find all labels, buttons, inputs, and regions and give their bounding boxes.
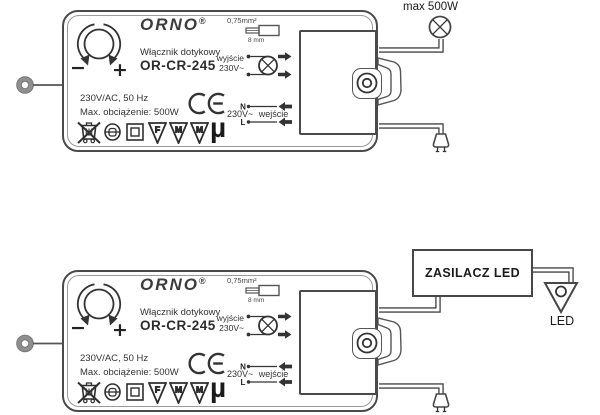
output-voltage-label: wyjście 230V~ <box>200 53 244 73</box>
mounting-mark-m-icon: M <box>169 122 188 144</box>
flammability-mark-f-icon: F <box>148 382 167 404</box>
flammability-mark-f-icon: F <box>148 122 167 144</box>
dial-plus-label: + <box>112 59 128 80</box>
device-model: OR-CR-245 <box>140 58 216 73</box>
screw-icon <box>356 332 378 354</box>
strip-length-label: 8 mm <box>248 37 265 44</box>
lamp-max-load-label: max 500W <box>403 1 458 13</box>
input-voltage-label: 230V~ wejście <box>227 109 289 119</box>
output-wire-to-psu <box>379 296 441 313</box>
led-symbol <box>543 282 579 315</box>
triangle-letter: M <box>196 125 203 135</box>
input-n-label: N <box>240 103 246 112</box>
triangle-letter: M <box>196 385 203 395</box>
touch-switch-device-bottom: − + ORNO® Włącznik dotykowy OR-CR-245 23… <box>62 270 382 412</box>
diagram-led-psu-wiring: − + ORNO® Włącznik dotykowy OR-CR-245 23… <box>0 240 600 415</box>
input-l-label: L <box>241 118 246 127</box>
ring-terminal-icon <box>16 76 63 94</box>
output-label-line2: 230V~ <box>219 63 244 73</box>
touch-switch-device-top: − + ORNO® Włącznik dotykowy OR-CR-245 23… <box>62 10 382 152</box>
class-ii-insulation-icon <box>126 123 144 141</box>
input-wire-to-plug <box>379 123 444 135</box>
strip-length-label: 8 mm <box>248 297 265 304</box>
led-psu-box: ZASILACZ LED <box>412 249 533 297</box>
touch-dial-icon: − + <box>70 283 128 340</box>
plug-icon <box>432 133 450 153</box>
device-body: − + ORNO® Włącznik dotykowy OR-CR-245 23… <box>62 270 382 412</box>
output-lamp-symbol <box>246 312 292 339</box>
led-wiring-graphics <box>16 267 579 413</box>
brand-logo: ORNO® <box>140 15 206 35</box>
screw-icon <box>356 72 378 94</box>
psu-wire-to-led <box>533 267 574 284</box>
dial-minus-label: − <box>70 317 86 339</box>
output-label-line1: wyjście <box>216 313 244 323</box>
led-label: LED <box>549 314 575 328</box>
output-wire-to-lamp <box>379 39 444 53</box>
class-ii-insulation-icon <box>126 383 144 401</box>
spec-max-load: Max. obciążenie: 500W <box>80 367 179 378</box>
output-label-line1: wyjście <box>216 53 244 63</box>
cable-clamp-fin <box>377 57 402 106</box>
triangle-letter: F <box>155 385 160 395</box>
wire-gauge-label: 0,75mm² <box>227 16 257 25</box>
cable-clamp-fin <box>377 317 402 366</box>
brand-logo: ORNO® <box>140 275 206 295</box>
triangle-letter: F <box>155 125 160 135</box>
spec-voltage: 230V/AC, 50 Hz <box>80 93 149 104</box>
lamp-wiring-graphics <box>16 15 452 153</box>
triangle-letter: M <box>175 385 182 395</box>
mounting-mark-m2-icon: M <box>190 122 209 144</box>
device-model: OR-CR-245 <box>140 318 216 333</box>
touch-dial-icon: − + <box>70 23 128 80</box>
wire-strip-icon <box>245 24 280 37</box>
plug-icon <box>432 393 450 413</box>
registered-mark: ® <box>199 276 206 286</box>
weee-bin-icon <box>77 121 101 144</box>
ce-mark-icon <box>188 92 225 115</box>
input-voltage-label: 230V~ wejście <box>227 369 289 379</box>
spec-max-load: Max. obciążenie: 500W <box>80 107 179 118</box>
dial-plus-label: + <box>112 319 128 340</box>
spec-voltage: 230V/AC, 50 Hz <box>80 353 149 364</box>
mounting-mark-m-icon: M <box>169 382 188 404</box>
micro-gap-symbol: µ <box>210 112 227 143</box>
weee-bin-icon <box>77 381 101 404</box>
input-l-label: L <box>241 378 246 387</box>
input-terminals-symbol: N L <box>240 362 292 387</box>
safety-mark-icon <box>104 123 121 141</box>
lamp-icon <box>428 15 452 39</box>
ring-terminal-icon <box>16 334 63 353</box>
brand-name: ORNO <box>140 275 199 294</box>
device-body: − + ORNO® Włącznik dotykowy OR-CR-245 23… <box>62 10 382 152</box>
triangle-letter: M <box>175 125 182 135</box>
dial-minus-label: − <box>70 57 86 79</box>
diagram-lamp-wiring: − + ORNO® Włącznik dotykowy OR-CR-245 23… <box>16 1 458 153</box>
device-subtitle: Włącznik dotykowy <box>140 307 221 318</box>
input-wire-to-plug <box>379 383 444 395</box>
safety-mark-icon <box>104 383 121 401</box>
wire-gauge-label: 0,75mm² <box>227 276 257 285</box>
wire-strip-icon <box>245 284 280 297</box>
output-voltage-label: wyjście 230V~ <box>200 313 244 333</box>
micro-gap-symbol: µ <box>210 372 227 403</box>
output-lamp-symbol <box>246 52 292 79</box>
device-subtitle: Włącznik dotykowy <box>140 47 221 58</box>
input-n-label: N <box>240 363 246 372</box>
registered-mark: ® <box>199 16 206 26</box>
output-label-line2: 230V~ <box>219 323 244 333</box>
input-terminals-symbol: N L <box>240 102 292 127</box>
mounting-mark-m2-icon: M <box>190 382 209 404</box>
brand-name: ORNO <box>140 15 199 34</box>
ce-mark-icon <box>188 352 225 375</box>
